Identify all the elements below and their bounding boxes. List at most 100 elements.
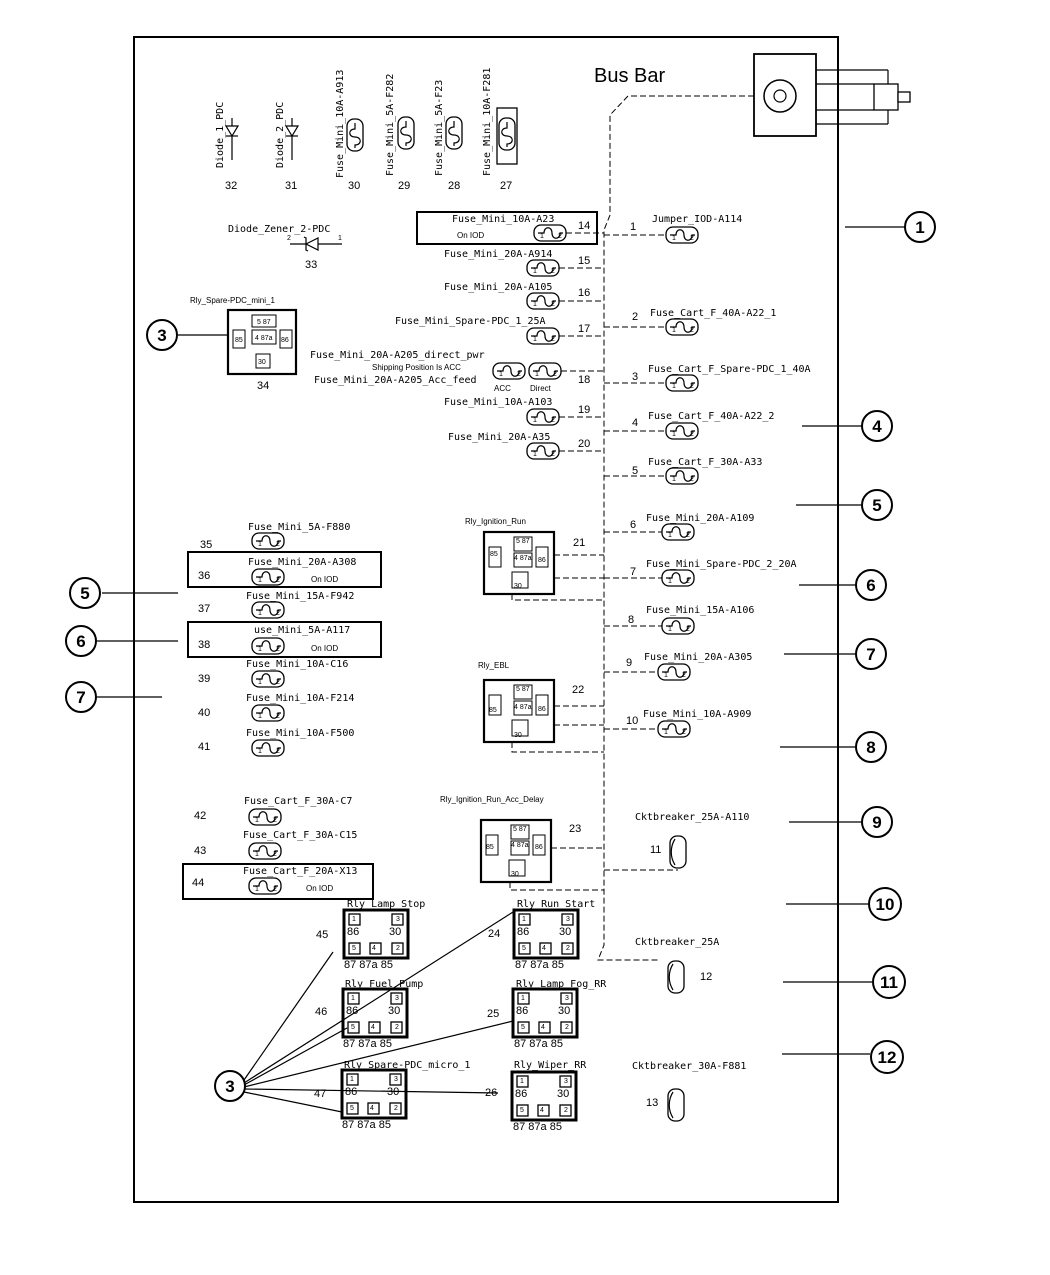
right-fuse-4: 4 Fuse_Cart_F_40A-A22_2 (604, 411, 774, 440)
svg-text:3: 3 (566, 916, 570, 923)
svg-text:4: 4 (370, 1105, 374, 1112)
fuse-16: Fuse_Mini_20A-A105 16 (444, 282, 604, 310)
svg-text:30: 30 (388, 1005, 400, 1017)
diode-2-label: Diode_2_PDC (275, 102, 286, 168)
svg-text:41: 41 (198, 741, 210, 753)
svg-text:2: 2 (395, 1024, 399, 1031)
svg-text:Fuse_Mini_20A-A308: Fuse_Mini_20A-A308 (248, 557, 356, 568)
svg-text:87 87a 85: 87 87a 85 (514, 1038, 563, 1050)
svg-text:39: 39 (198, 673, 210, 685)
svg-text:45: 45 (316, 929, 328, 941)
svg-text:Fuse_Mini_10A-A23: Fuse_Mini_10A-A23 (452, 214, 554, 225)
bus-bar-title: Bus Bar (594, 65, 665, 87)
breaker-11: Cktbreaker_25A-A110 11 (604, 812, 749, 871)
svg-text:5 87: 5 87 (513, 826, 527, 833)
svg-text:2: 2 (287, 235, 291, 242)
svg-text:17: 17 (578, 323, 590, 335)
callout-12: 12 (870, 1040, 904, 1074)
svg-text:30: 30 (558, 1005, 570, 1017)
svg-text:7: 7 (866, 645, 875, 664)
svg-text:85: 85 (235, 337, 243, 344)
svg-text:87 87a 85: 87 87a 85 (344, 959, 393, 971)
svg-text:44: 44 (192, 877, 204, 889)
svg-text:85: 85 (486, 844, 494, 851)
fuse-29-num: 29 (398, 180, 410, 192)
svg-text:5: 5 (632, 465, 638, 477)
svg-text:42: 42 (194, 810, 206, 822)
svg-text:5 87: 5 87 (516, 686, 530, 693)
svg-text:16: 16 (578, 287, 590, 299)
breaker-13: Cktbreaker_30A-F881 13 (632, 1061, 746, 1122)
svg-text:1: 1 (351, 995, 355, 1002)
svg-text:3: 3 (225, 1077, 234, 1096)
svg-text:7: 7 (630, 566, 636, 578)
svg-text:3: 3 (632, 371, 638, 383)
bus-bar-outline (133, 36, 839, 1203)
svg-text:87 87a 85: 87 87a 85 (342, 1119, 391, 1131)
callout-1: 1 (904, 211, 936, 243)
svg-text:87 87a 85: 87 87a 85 (343, 1038, 392, 1050)
callout-7-right: 7 (855, 638, 887, 670)
svg-text:1: 1 (352, 916, 356, 923)
diode-2-num: 31 (285, 180, 297, 192)
bus-bar-terminal (753, 53, 911, 137)
svg-text:86: 86 (281, 337, 289, 344)
left-fuse-42: Fuse_Cart_F_30A-C7 42 (194, 796, 352, 826)
breaker-12: Cktbreaker_25A 12 (635, 937, 719, 994)
left-fuse-36: Fuse_Mini_20A-A308 36 On IOD (187, 551, 382, 588)
svg-text:21: 21 (573, 537, 585, 549)
svg-text:Fuse_Mini_10A-F214: Fuse_Mini_10A-F214 (246, 693, 354, 704)
callout-3-relay34: 3 (146, 319, 178, 351)
svg-text:5: 5 (350, 1105, 354, 1112)
svg-text:85: 85 (490, 551, 498, 558)
svg-text:Cktbreaker_25A-A110: Cktbreaker_25A-A110 (635, 812, 749, 823)
callout-11: 11 (872, 965, 906, 999)
svg-text:Fuse_Mini_10A-A103: Fuse_Mini_10A-A103 (444, 397, 552, 408)
svg-text:Rly_Run_Start: Rly_Run_Start (517, 899, 595, 910)
fuse-19: Fuse_Mini_10A-A103 19 (444, 397, 604, 426)
callout-3-relays: 3 (214, 1070, 246, 1102)
svg-text:86: 86 (538, 557, 546, 564)
svg-text:Rly_Ignition_Run_Acc_Delay: Rly_Ignition_Run_Acc_Delay (440, 795, 544, 804)
svg-text:3: 3 (564, 1078, 568, 1085)
svg-text:4 87a: 4 87a (255, 335, 273, 342)
svg-text:Fuse_Mini_20A-A109: Fuse_Mini_20A-A109 (646, 513, 754, 524)
svg-text:4: 4 (372, 945, 376, 952)
svg-text:Fuse_Mini_15A-A106: Fuse_Mini_15A-A106 (646, 605, 754, 616)
callout-8: 8 (855, 731, 887, 763)
svg-text:38: 38 (198, 639, 210, 651)
fuse-18: Fuse_Mini_20A-A205_direct_pwr Shipping P… (310, 350, 604, 393)
svg-text:22: 22 (572, 684, 584, 696)
svg-text:3: 3 (396, 916, 400, 923)
svg-text:37: 37 (198, 603, 210, 615)
relay-ignition-run: Rly_Ignition_Run 85 5 87 4 87a 86 30 21 (465, 517, 604, 601)
svg-text:24: 24 (488, 928, 500, 940)
callout-4: 4 (861, 410, 893, 442)
svg-text:1: 1 (350, 1076, 354, 1083)
svg-text:Fuse_Mini_20A-A305: Fuse_Mini_20A-A305 (644, 652, 752, 663)
svg-text:use_Mini_5A-A117: use_Mini_5A-A117 (254, 625, 350, 636)
fuse-27: Fuse_Mini_10A-F281 27 (482, 68, 518, 192)
svg-text:5: 5 (521, 1024, 525, 1031)
svg-text:Fuse_Mini_10A-F500: Fuse_Mini_10A-F500 (246, 728, 354, 739)
svg-text:87 87a 85: 87 87a 85 (515, 959, 564, 971)
fuse-20: Fuse_Mini_20A-A35 20 (448, 432, 604, 460)
svg-text:7: 7 (76, 688, 85, 707)
relay-ebl: Rly_EBL 85 5 87 4 87a 86 30 22 (478, 661, 604, 753)
svg-text:1: 1 (338, 235, 342, 242)
fuse-27-label: Fuse_Mini_10A-F281 (482, 68, 493, 176)
fuse-30: Fuse_Mini_10A-A913 30 (335, 70, 364, 192)
zener-label: Diode_Zener_2-PDC (228, 224, 330, 235)
svg-text:5 87: 5 87 (257, 319, 271, 326)
svg-text:5: 5 (872, 496, 881, 515)
svg-text:Rly_Lamp_Fog_RR: Rly_Lamp_Fog_RR (516, 979, 607, 990)
svg-text:1: 1 (521, 995, 525, 1002)
svg-text:86: 86 (347, 926, 359, 938)
svg-text:4 87a: 4 87a (511, 842, 529, 849)
svg-text:6: 6 (866, 576, 875, 595)
fuse-27-num: 27 (500, 180, 512, 192)
